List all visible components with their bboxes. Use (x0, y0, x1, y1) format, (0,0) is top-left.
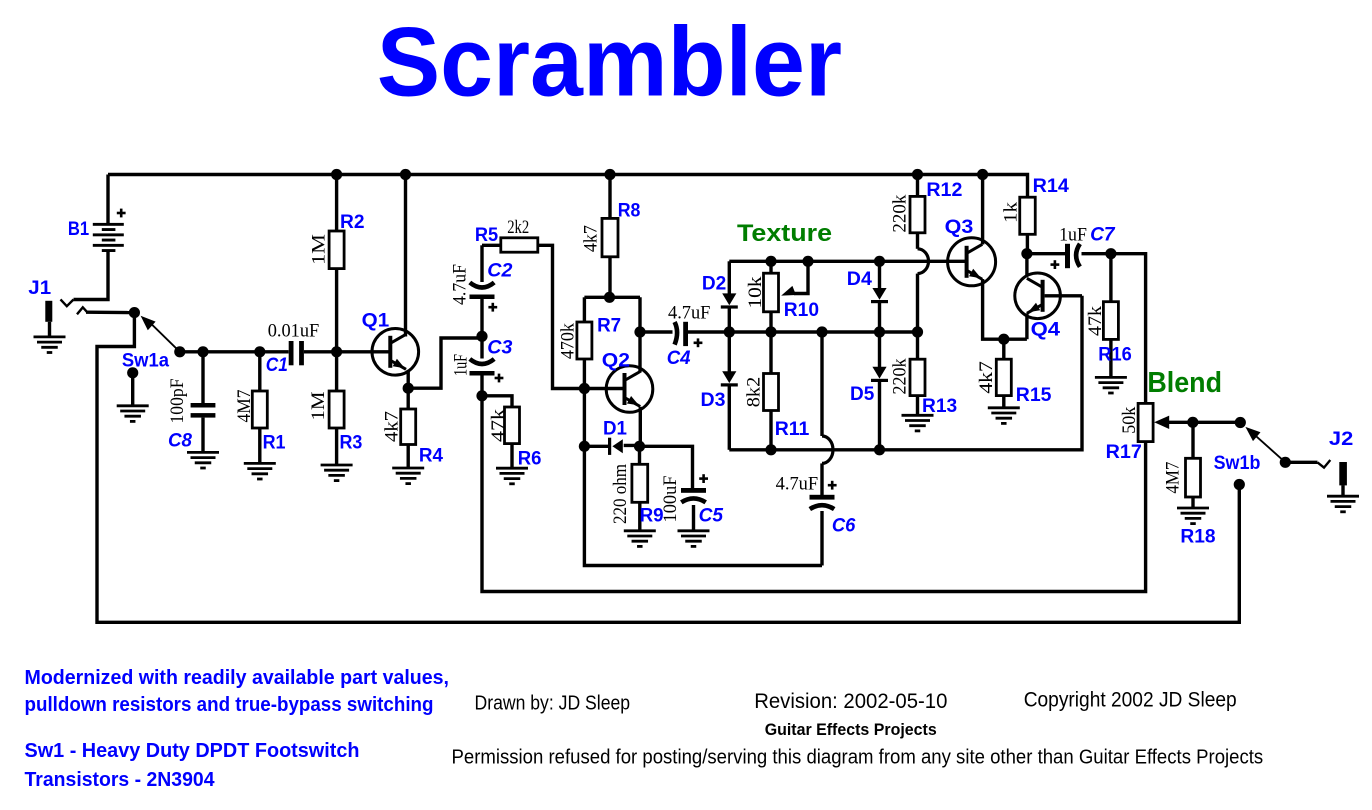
svg-text:1k: 1k (1002, 201, 1022, 223)
svg-text:C6: C6 (832, 515, 856, 537)
svg-text:4.7uF: 4.7uF (451, 264, 471, 305)
svg-text:0.01uF: 0.01uF (268, 322, 320, 342)
svg-text:R7: R7 (597, 314, 621, 336)
svg-text:4k7: 4k7 (977, 361, 997, 394)
svg-text:4M7: 4M7 (1164, 462, 1184, 494)
svg-text:1M: 1M (309, 392, 329, 421)
svg-text:4.7uF: 4.7uF (776, 475, 819, 495)
svg-text:220k: 220k (891, 194, 911, 233)
svg-text:Revision: 2002-05-10: Revision: 2002-05-10 (754, 690, 947, 713)
svg-text:D1: D1 (603, 417, 627, 439)
svg-text:47k: 47k (489, 408, 509, 442)
svg-text:100pF: 100pF (168, 379, 188, 424)
svg-text:R5: R5 (475, 224, 498, 246)
svg-text:220k: 220k (891, 358, 911, 395)
svg-text:R3: R3 (340, 431, 363, 453)
svg-text:Texture: Texture (737, 220, 832, 247)
svg-text:pulldown resistors and true-by: pulldown resistors and true-bypass switc… (25, 693, 434, 716)
svg-text:Modernized with readily availa: Modernized with readily available part v… (25, 666, 450, 689)
svg-text:Guitar Effects Projects: Guitar Effects Projects (765, 720, 937, 739)
svg-text:Q3: Q3 (945, 216, 974, 238)
svg-text:R12: R12 (926, 179, 962, 201)
svg-text:R1: R1 (263, 431, 286, 453)
svg-text:4k7: 4k7 (581, 225, 601, 252)
svg-text:R13: R13 (922, 395, 957, 417)
svg-text:D4: D4 (847, 268, 872, 290)
svg-text:C7: C7 (1090, 224, 1116, 246)
svg-text:R16: R16 (1098, 344, 1132, 366)
svg-text:1M: 1M (310, 234, 330, 265)
svg-text:Sw1 - Heavy Duty DPDT Footswit: Sw1 - Heavy Duty DPDT Footswitch (25, 739, 360, 762)
svg-text:C8: C8 (168, 430, 192, 452)
svg-text:J2: J2 (1329, 428, 1354, 450)
svg-text:R17: R17 (1106, 441, 1142, 463)
svg-text:Q1: Q1 (362, 310, 390, 332)
svg-text:50k: 50k (1120, 406, 1140, 434)
svg-text:R2: R2 (340, 211, 365, 233)
svg-text:4k7: 4k7 (383, 411, 403, 442)
svg-text:R18: R18 (1180, 526, 1215, 548)
svg-text:R11: R11 (775, 418, 810, 440)
svg-text:R8: R8 (618, 199, 641, 221)
svg-text:R9: R9 (640, 505, 664, 527)
svg-text:D5: D5 (850, 383, 874, 405)
svg-text:C4: C4 (667, 347, 691, 369)
svg-text:Transistors - 2N3904: Transistors - 2N3904 (25, 768, 216, 791)
svg-text:R10: R10 (784, 299, 819, 321)
svg-text:R15: R15 (1016, 384, 1052, 406)
svg-text:1uF: 1uF (1059, 226, 1087, 246)
svg-text:C3: C3 (487, 337, 512, 359)
svg-text:1uF: 1uF (452, 354, 472, 376)
svg-text:Copyright 2002 JD Sleep: Copyright 2002 JD Sleep (1024, 689, 1237, 712)
svg-text:Sw1b: Sw1b (1214, 452, 1261, 474)
svg-text:Scrambler: Scrambler (377, 7, 842, 117)
svg-text:10k: 10k (746, 276, 766, 309)
svg-text:B1: B1 (68, 218, 89, 240)
svg-text:D3: D3 (701, 389, 726, 411)
svg-text:8k2: 8k2 (745, 377, 765, 408)
svg-text:Permission refused for posting: Permission refused for posting/serving t… (452, 746, 1264, 769)
svg-text:Q2: Q2 (602, 349, 630, 371)
svg-text:220 ohm: 220 ohm (611, 463, 631, 524)
svg-text:J1: J1 (28, 277, 51, 299)
svg-text:470k: 470k (559, 322, 579, 359)
svg-text:Q4: Q4 (1031, 319, 1061, 341)
svg-text:Sw1a: Sw1a (122, 350, 169, 372)
svg-text:R14: R14 (1033, 175, 1069, 197)
svg-text:4.7uF: 4.7uF (668, 304, 710, 324)
svg-text:Drawn by: JD Sleep: Drawn by: JD Sleep (475, 693, 631, 715)
svg-text:100uF: 100uF (661, 476, 681, 523)
svg-text:4M7: 4M7 (235, 390, 255, 423)
svg-text:C5: C5 (699, 505, 725, 527)
svg-text:C1: C1 (266, 354, 288, 376)
svg-text:C2: C2 (487, 260, 512, 282)
svg-text:R6: R6 (518, 447, 542, 469)
svg-text:R4: R4 (419, 444, 443, 466)
svg-text:D2: D2 (702, 272, 727, 294)
svg-text:47k: 47k (1086, 305, 1106, 336)
svg-text:Blend: Blend (1147, 367, 1222, 399)
svg-text:2k2: 2k2 (507, 218, 529, 238)
